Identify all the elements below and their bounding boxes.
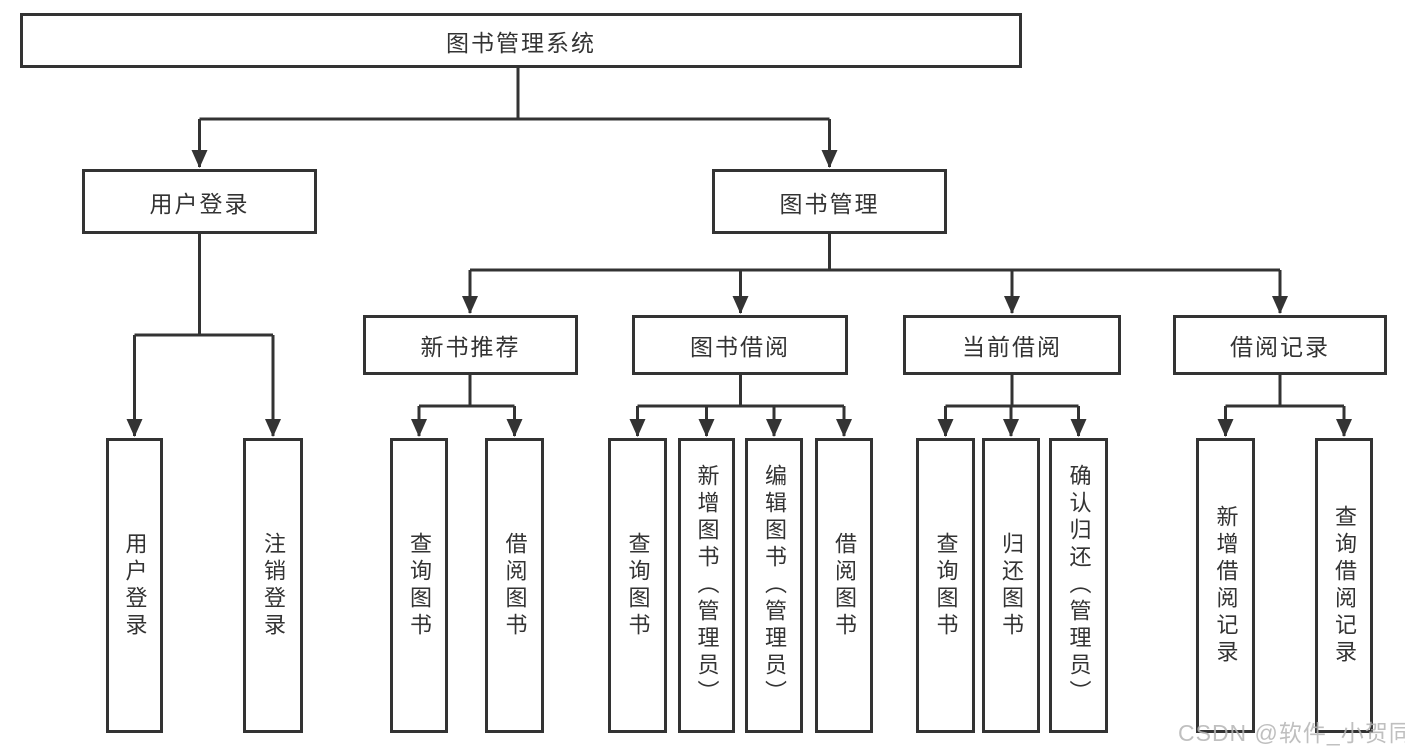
- leaf-query-books-current: 查询图书: [916, 438, 975, 733]
- leaf-query-books-borrowing: 查询图书: [608, 438, 667, 733]
- node-current-borrowing: 当前借阅: [903, 315, 1121, 375]
- leaf-edit-books-admin: 编辑图书（管理员）: [745, 438, 803, 733]
- node-user-login: 用户登录: [82, 169, 317, 234]
- connector-borrowing-records-children: [1217, 375, 1352, 437]
- leaf-query-books-recommend: 查询图书: [390, 438, 448, 733]
- connector-root-to-level2: [191, 68, 838, 168]
- node-root-system: 图书管理系统: [20, 13, 1022, 68]
- leaf-query-borrow-record: 查询借阅记录: [1315, 438, 1373, 733]
- leaf-borrow-books-recommend: 借阅图书: [485, 438, 544, 733]
- node-book-management: 图书管理: [712, 169, 947, 234]
- csdn-watermark: CSDN @软件_小贺同学: [1178, 720, 1405, 746]
- leaf-user-login: 用户登录: [106, 438, 163, 733]
- node-book-borrowing: 图书借阅: [632, 315, 848, 375]
- node-new-book-recommendation: 新书推荐: [363, 315, 578, 375]
- leaf-borrow-books-borrowing: 借阅图书: [815, 438, 873, 733]
- connector-book-management-children: [462, 234, 1288, 314]
- node-borrowing-records: 借阅记录: [1173, 315, 1387, 375]
- leaf-add-books-admin: 新增图书（管理员）: [678, 438, 735, 733]
- leaf-logout: 注销登录: [243, 438, 303, 733]
- leaf-return-books: 归还图书: [982, 438, 1040, 733]
- leaf-add-borrow-record: 新增借阅记录: [1196, 438, 1255, 733]
- connector-user-login-children: [126, 234, 281, 437]
- connector-current-borrowing-children: [937, 375, 1087, 437]
- connector-book-borrowing-children: [629, 375, 852, 437]
- connector-new-book-recommendation-children: [411, 375, 523, 437]
- leaf-confirm-return-admin: 确认归还（管理员）: [1049, 438, 1108, 733]
